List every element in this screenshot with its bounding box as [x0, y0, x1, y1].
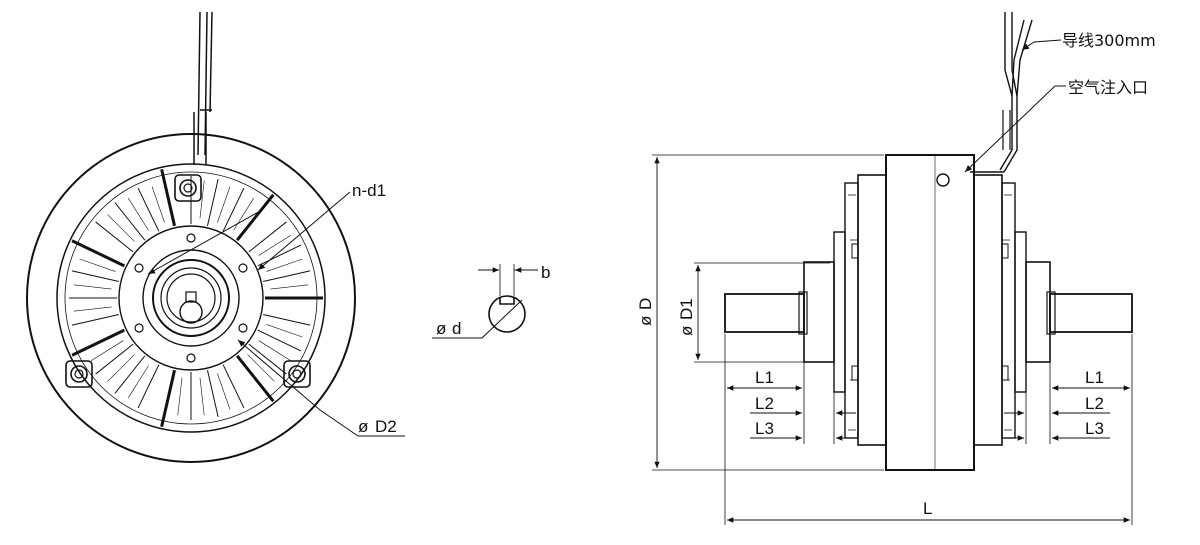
- label-air-inlet: 空气注入口: [1068, 78, 1148, 97]
- side-lead-wires: [970, 12, 1033, 173]
- fin-line: [107, 214, 135, 242]
- label-L1-left: L1: [755, 368, 774, 387]
- label-n-d1: n-d1: [352, 181, 386, 200]
- right-length-dims: L1 L2 L3: [1004, 368, 1130, 441]
- label-L: L: [923, 499, 932, 518]
- fin-line: [217, 373, 231, 410]
- fin-line: [263, 270, 311, 283]
- fin-line: [95, 343, 134, 375]
- fin-line: [107, 354, 135, 382]
- fin-line: [160, 369, 176, 428]
- diameter-symbol: ø: [358, 417, 368, 436]
- fin-line: [248, 221, 287, 253]
- fin-line: [270, 284, 309, 290]
- fin-line: [137, 187, 160, 232]
- fin-line: [137, 364, 160, 409]
- right-coil-stack: [973, 174, 1051, 446]
- fin-line: [127, 197, 149, 231]
- hub-bolt-holes: [134, 233, 248, 363]
- diameter-symbol: ø: [636, 316, 655, 326]
- mounting-lug-left: [65, 360, 93, 388]
- diameter-symbol: ø: [436, 319, 446, 338]
- fin-line: [71, 239, 125, 268]
- right-shaft: [1049, 293, 1133, 333]
- fin-line: [222, 364, 245, 409]
- hub-bolt-hole: [186, 233, 196, 243]
- fin-line: [257, 244, 302, 267]
- fin-line: [90, 340, 124, 362]
- fin-line: [71, 313, 119, 326]
- front-lead-wires: [193, 11, 213, 165]
- fin-line: [199, 377, 205, 416]
- fin-line: [160, 168, 176, 227]
- fin-line: [266, 324, 303, 338]
- fin-line: [258, 234, 292, 256]
- fin-line: [206, 370, 219, 418]
- left-shaft: [724, 293, 805, 333]
- fin-line: [222, 187, 245, 232]
- fin-line: [127, 365, 149, 399]
- fin-line: [71, 270, 119, 283]
- fin-line: [206, 178, 219, 226]
- hub-bolt-hole: [238, 323, 248, 333]
- inner-housing: [56, 163, 326, 433]
- radial-fins: [69, 168, 323, 428]
- left-length-dims: L1 L2 L3: [727, 368, 856, 441]
- fin-line: [95, 221, 134, 253]
- mounting-lug-top: [174, 174, 202, 202]
- hub-flange: [118, 225, 264, 371]
- shaft-circle: [488, 295, 526, 333]
- fin-line: [79, 258, 116, 272]
- center-drum: [885, 154, 975, 471]
- fin-line: [114, 355, 146, 394]
- fin-line: [248, 343, 287, 375]
- label-L2-right: L2: [1085, 394, 1104, 413]
- air-inlet-port: [936, 173, 950, 187]
- fin-line: [199, 180, 205, 219]
- hub-bolt-hole: [134, 263, 144, 273]
- fin-line: [177, 377, 183, 416]
- label-D1: D1: [677, 298, 696, 320]
- shaft-bore: [179, 300, 203, 324]
- hub-bolt-hole: [186, 353, 196, 363]
- fin-line: [73, 284, 112, 290]
- fin-line: [233, 197, 255, 231]
- label-L3-right: L3: [1085, 419, 1104, 438]
- label-d2: D2: [375, 417, 397, 436]
- fin-line: [151, 186, 165, 223]
- label-d: d: [452, 319, 461, 338]
- label-L2-left: L2: [755, 394, 774, 413]
- fin-line: [247, 354, 275, 382]
- front-view: n-d1 ø D2: [26, 11, 405, 463]
- fin-line: [217, 186, 231, 223]
- fin-line: [73, 306, 112, 312]
- fin-line: [71, 328, 125, 357]
- mounting-lug-right: [283, 360, 311, 388]
- bearing: [152, 259, 230, 337]
- fin-line: [266, 258, 303, 272]
- label-L1-right: L1: [1085, 368, 1104, 387]
- label-D: D: [636, 298, 655, 310]
- hub-bolt-hole: [238, 263, 248, 273]
- fin-line: [258, 340, 292, 362]
- fin-line: [114, 202, 146, 241]
- left-coil-stack: [803, 174, 887, 446]
- label-lead-length: 导线300mm: [1062, 31, 1156, 50]
- label-b: b: [541, 263, 550, 282]
- side-view: ø D ø D1 L1 L2 L3: [636, 12, 1156, 525]
- hub-bolt-hole: [134, 323, 144, 333]
- fin-line: [235, 354, 275, 403]
- label-L3-left: L3: [755, 419, 774, 438]
- fin-line: [235, 193, 275, 242]
- outer-housing: [26, 133, 356, 463]
- fin-line: [257, 329, 302, 352]
- shaft-section: b ø d: [432, 263, 550, 339]
- diameter-symbol: ø: [677, 326, 696, 336]
- fin-line: [263, 313, 311, 326]
